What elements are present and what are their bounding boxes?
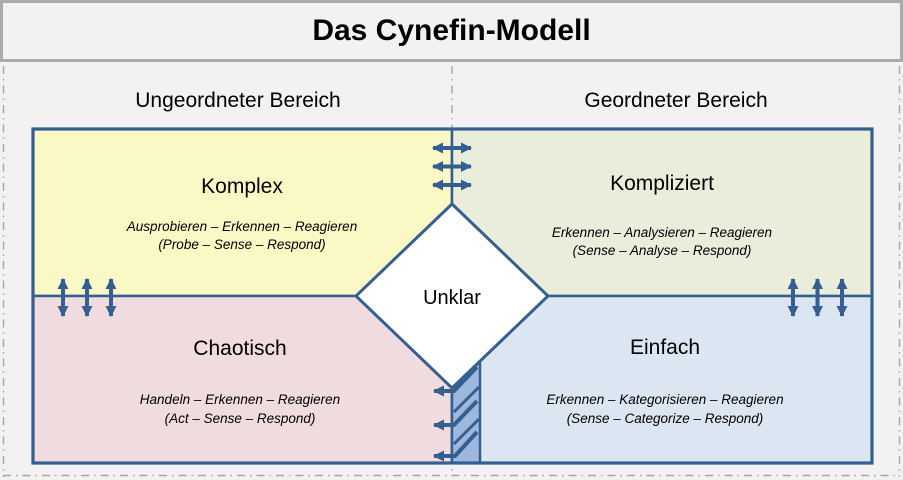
chaotisch-approach-de: Handeln – Erkennen – Reagieren [140, 392, 340, 407]
outer-border [31, 127, 874, 465]
chaotisch-approach-en: (Act – Sense – Respond) [165, 411, 316, 426]
page-title: Das Cynefin-Modell [312, 14, 591, 47]
komplex-title: Komplex [201, 175, 283, 198]
title-bar: Das Cynefin-Modell [0, 0, 903, 62]
center-diamond [353, 201, 551, 391]
region-label-right: Geordneter Bereich [584, 89, 767, 112]
slide-guides [2, 66, 901, 477]
chaotisch-title: Chaotisch [193, 337, 286, 360]
komplex-approach-de: Ausprobieren – Erkennen – Reagieren [126, 219, 357, 234]
quadrant-labels: Komplex Ausprobieren – Erkennen – Reagie… [126, 172, 784, 426]
transition-arrows [57, 142, 848, 462]
cliff-arrow [433, 365, 479, 397]
cliff-arrow [433, 399, 479, 431]
einfach-approach-en: (Sense – Categorize – Respond) [567, 411, 764, 426]
cliff-hatch-line [452, 385, 481, 414]
kompliziert-approach-de: Erkennen – Analysieren – Reagieren [552, 225, 772, 240]
kompliziert-title: Kompliziert [610, 172, 714, 195]
quadrant-shapes [31, 127, 874, 465]
unklar-label: Unklar [423, 287, 481, 309]
cliff-arrow [433, 430, 479, 462]
einfach-title: Einfach [630, 336, 700, 359]
kompliziert-approach-en: (Sense – Analyse – Respond) [573, 243, 752, 258]
cliff-hatch-line [452, 417, 481, 446]
region-label-left: Ungeordneter Bereich [135, 89, 340, 112]
einfach-approach-de: Erkennen – Kategorisieren – Reagieren [546, 392, 783, 407]
komplex-approach-en: (Probe – Sense – Respond) [158, 237, 325, 252]
